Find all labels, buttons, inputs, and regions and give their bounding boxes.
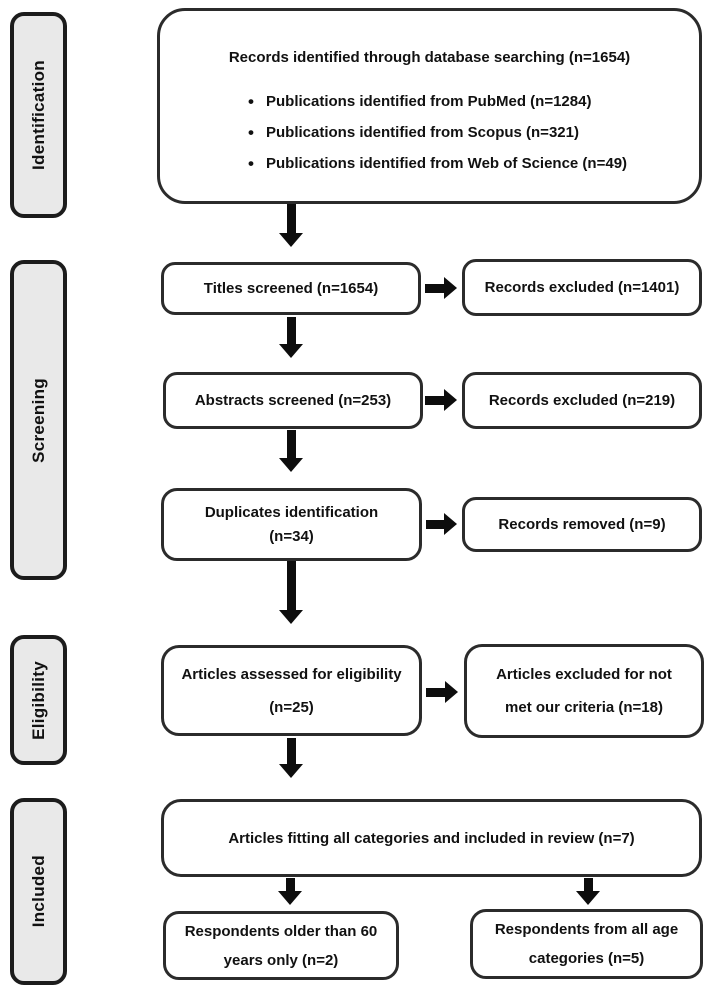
arrow-stem [285,878,295,891]
arrow-head [279,233,303,247]
arrow-included-to-older [278,878,302,905]
stage-identification-label: Identification [28,60,48,170]
box-abstracts-screened: Abstracts screened (n=253) [163,372,423,429]
titles-screened-text: Titles screened (n=1654) [203,280,379,297]
arrow-stem [286,204,296,233]
arrow-stem [426,519,444,529]
arrow-stem [286,561,296,610]
source-scopus: Publications identified from Scopus (n=3… [248,117,627,148]
arrow-assessed-to-excluded [426,681,458,703]
box-articles-included: Articles fitting all categories and incl… [161,799,702,877]
stage-screening: Screening [10,260,67,580]
arrow-stem [426,687,445,697]
box-records-excluded-titles: Records excluded (n=1401) [462,259,702,316]
records-removed-text: Records removed (n=9) [498,516,666,533]
box-articles-assessed: Articles assessed for eligibility (n=25) [161,645,422,736]
duplicates-line-1: Duplicates identification [204,503,379,521]
articles-included-text: Articles fitting all categories and incl… [228,829,635,847]
stage-eligibility-label: Eligibility [28,660,48,740]
articles-excluded-line-2: met our criteria (n=18) [505,699,663,716]
box-titles-screened: Titles screened (n=1654) [161,262,421,315]
arrow-head [279,764,303,778]
arrow-head [444,389,457,411]
stage-eligibility: Eligibility [10,635,67,765]
respondents-all-ages-line-2: categories (n=5) [528,950,645,967]
box-respondents-all-ages: Respondents from all age categories (n=5… [470,909,703,979]
respondents-all-ages-line-1: Respondents from all age [494,921,679,938]
stage-screening-label: Screening [28,377,48,463]
arrow-assessed-to-included [279,738,303,778]
box-records-excluded-abstracts: Records excluded (n=219) [462,372,702,429]
arrow-abstracts-to-duplicates [279,430,303,472]
arrow-stem [286,317,296,344]
arrow-titles-to-abstracts [279,317,303,358]
arrow-titles-to-excluded [425,277,457,299]
arrow-stem [286,430,296,458]
arrow-stem [425,395,444,405]
arrow-included-to-all-ages [576,878,600,905]
box-articles-excluded: Articles excluded for not met our criter… [464,644,704,738]
articles-excluded-line-1: Articles excluded for not [496,666,672,683]
stage-identification: Identification [10,12,67,218]
arrow-duplicates-to-removed [426,513,457,535]
arrow-head [445,681,458,703]
source-web-of-science: Publications identified from Web of Scie… [248,148,627,179]
articles-assessed-line-2: (n=25) [269,698,314,716]
box-records-identified: Records identified through database sear… [157,8,702,204]
records-identified-sources: Publications identified from PubMed (n=1… [160,86,627,179]
arrow-stem [286,738,296,764]
arrow-identified-to-titles [279,204,303,247]
arrow-head [444,513,457,535]
arrow-head [278,891,302,905]
box-records-removed: Records removed (n=9) [462,497,702,552]
duplicates-line-2: (n=34) [269,527,314,545]
records-identified-title: Records identified through database sear… [228,49,631,66]
box-duplicates-identification: Duplicates identification (n=34) [161,488,422,561]
records-excluded-titles-text: Records excluded (n=1401) [484,279,680,296]
abstracts-screened-text: Abstracts screened (n=253) [194,392,392,409]
arrow-stem [583,878,593,891]
arrow-duplicates-to-assessed [279,561,303,624]
arrow-head [279,344,303,358]
respondents-older-line-2: years only (n=2) [223,951,339,969]
arrow-head [576,891,600,905]
arrow-abstracts-to-excluded [425,389,457,411]
arrow-head [444,277,457,299]
arrow-head [279,610,303,624]
articles-assessed-line-1: Articles assessed for eligibility [181,665,402,683]
stage-included-label: Included [28,855,48,928]
arrow-head [279,458,303,472]
records-excluded-abstracts-text: Records excluded (n=219) [488,392,676,409]
respondents-older-line-1: Respondents older than 60 [184,922,378,940]
stage-included: Included [10,798,67,985]
arrow-stem [425,283,444,293]
source-pubmed: Publications identified from PubMed (n=1… [248,86,627,117]
box-respondents-older: Respondents older than 60 years only (n=… [163,911,399,980]
